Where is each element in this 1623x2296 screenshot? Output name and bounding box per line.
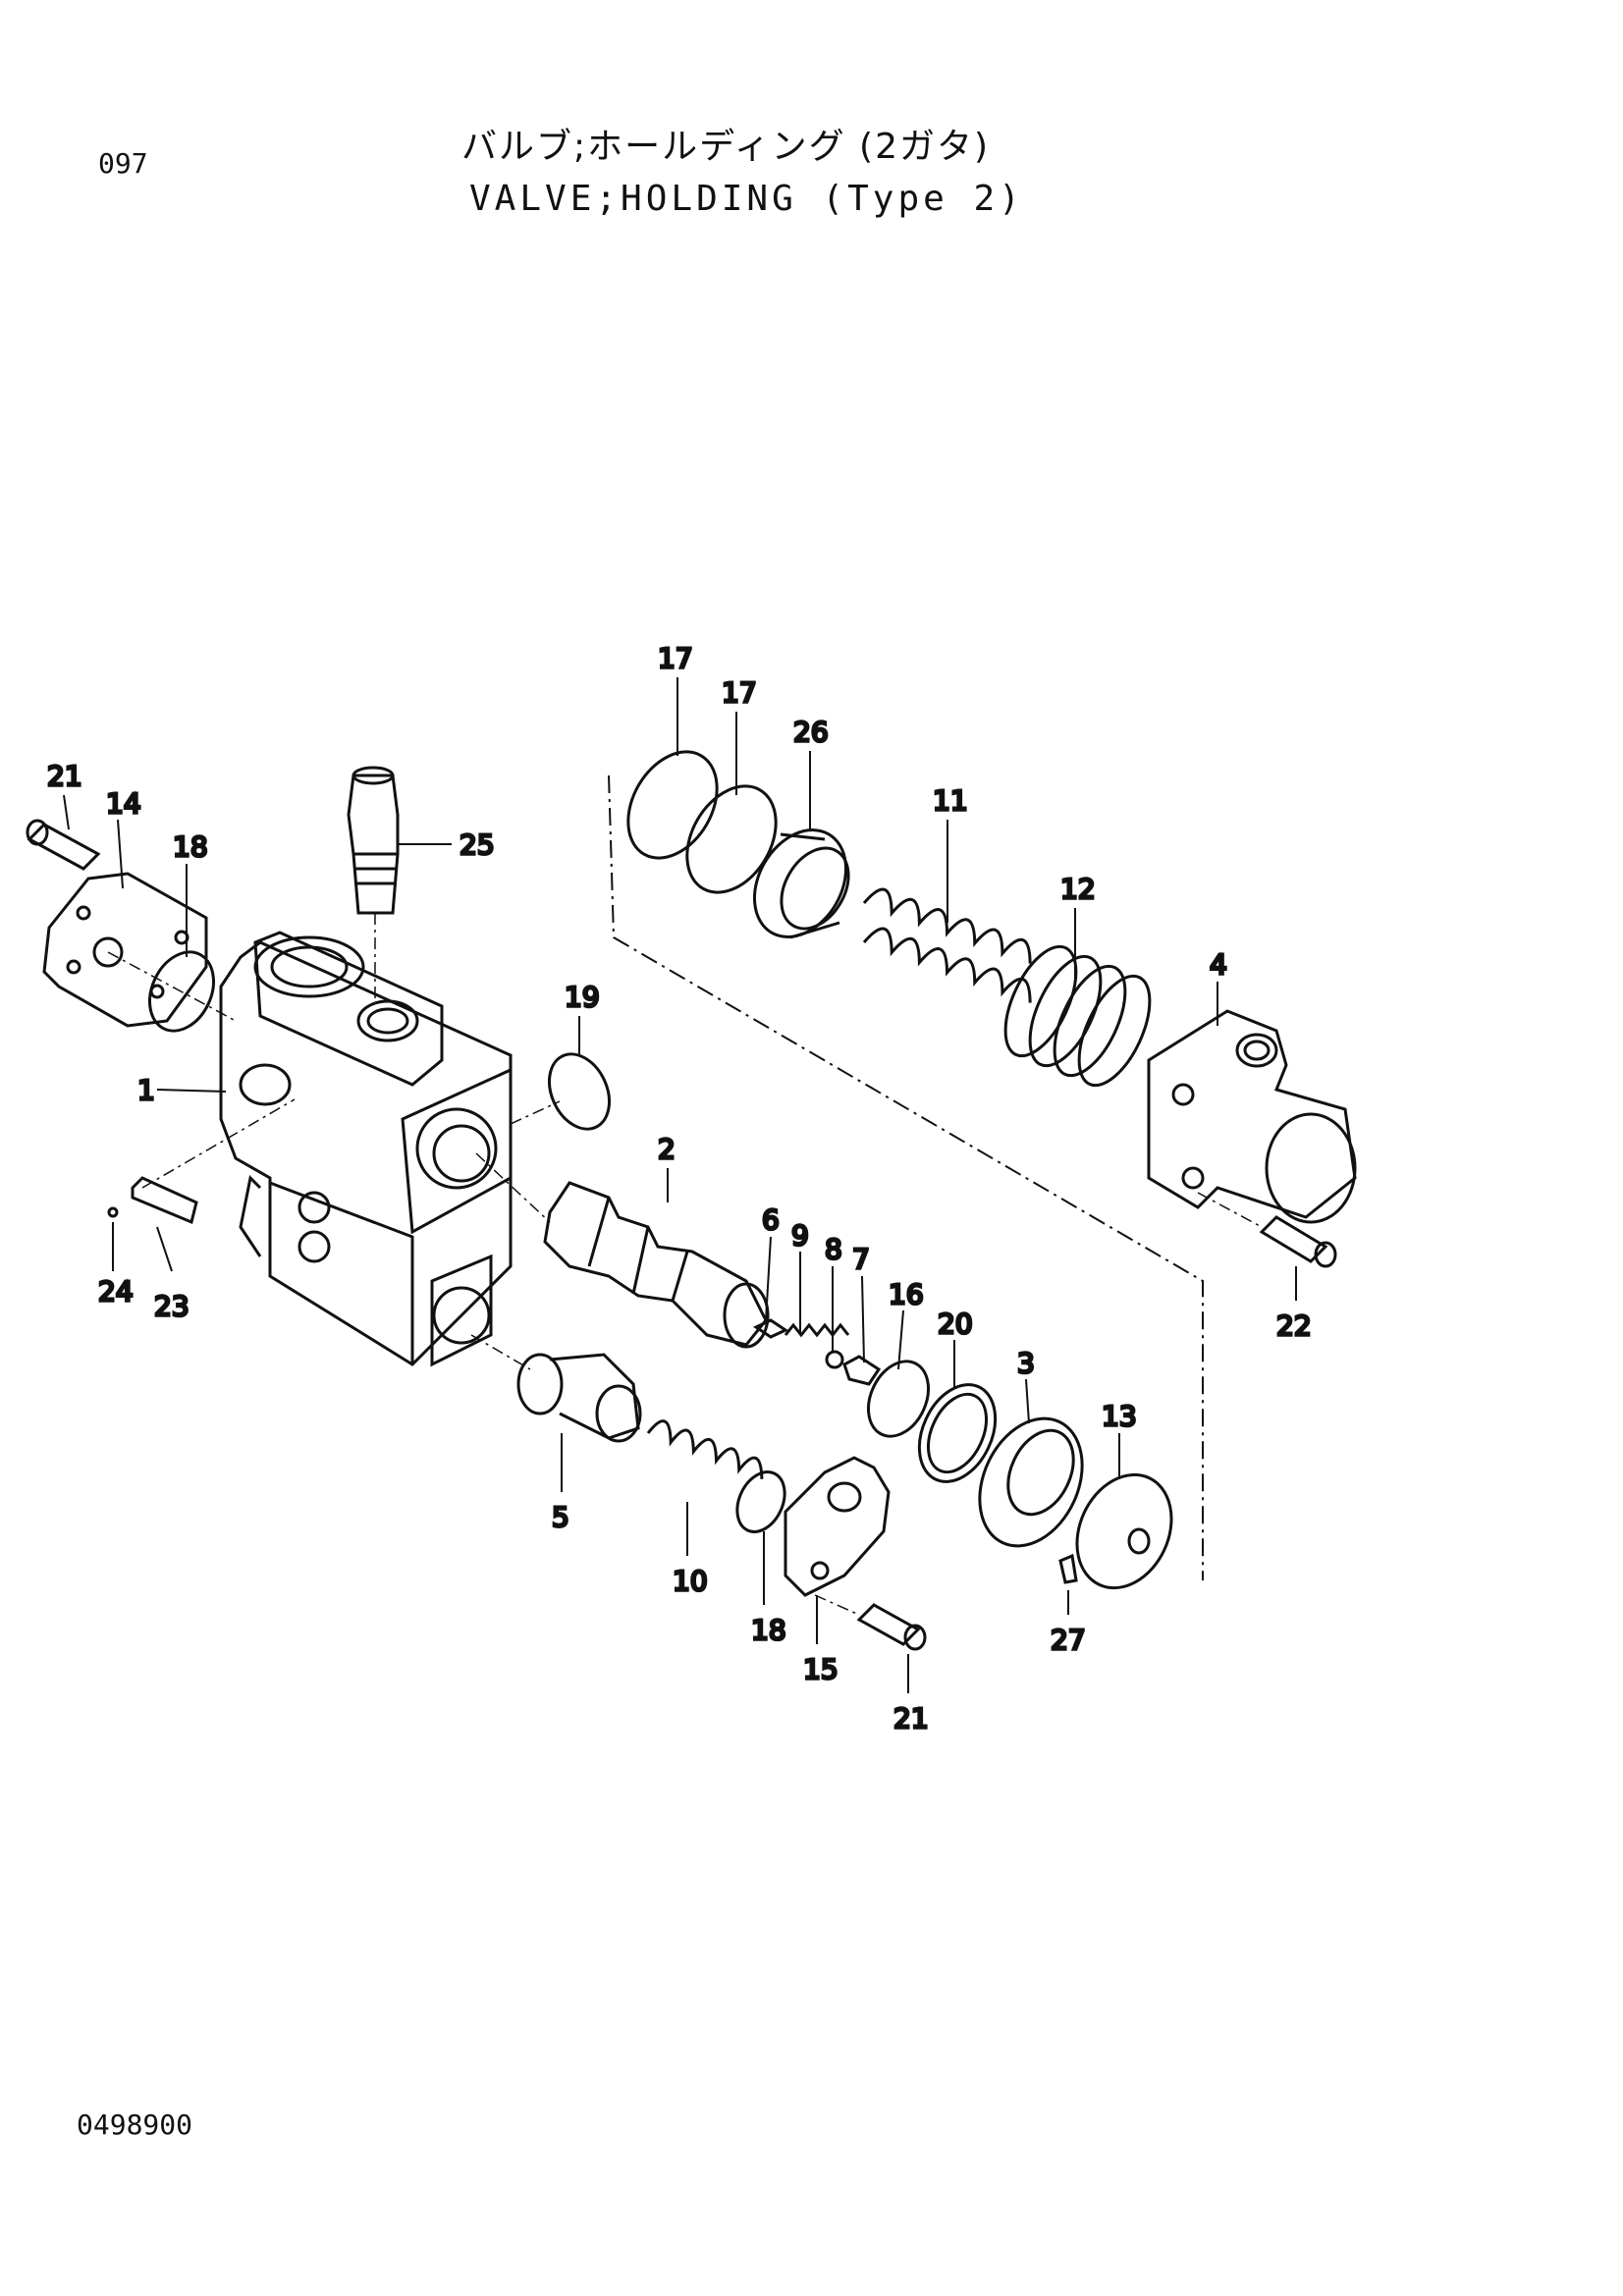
- cap-13: [1075, 1472, 1173, 1590]
- callout-18-right: 18: [751, 1614, 786, 1646]
- callout-23: 23: [154, 1290, 189, 1322]
- callout-5: 5: [552, 1501, 569, 1533]
- piston-5: [470, 1334, 642, 1443]
- callout-21-right: 21: [893, 1702, 929, 1735]
- callout-9: 9: [791, 1219, 809, 1252]
- callout-14: 14: [106, 787, 141, 820]
- callout-19: 19: [565, 981, 600, 1013]
- callout-2: 2: [658, 1133, 676, 1165]
- spring-10: [646, 1419, 764, 1479]
- callout-10: 10: [673, 1565, 708, 1597]
- callout-12: 12: [1060, 873, 1096, 905]
- o-ring-17a: [626, 750, 719, 860]
- callout-7: 7: [852, 1243, 870, 1275]
- cover-14: [42, 872, 237, 1028]
- callout-6: 6: [762, 1203, 780, 1236]
- ring-20: [917, 1383, 998, 1483]
- callout-13: 13: [1102, 1400, 1137, 1432]
- callout-22: 22: [1276, 1309, 1312, 1342]
- spool-2: [475, 1152, 770, 1349]
- callout-1: 1: [137, 1074, 155, 1106]
- ball-8: [825, 1350, 844, 1369]
- callout-27: 27: [1051, 1624, 1086, 1656]
- callout-17a: 17: [658, 642, 693, 674]
- screw-24: [107, 1206, 119, 1218]
- drawing-number: 0498900: [77, 2109, 193, 2141]
- cover-15: [784, 1456, 891, 1597]
- callout-18-left: 18: [173, 830, 208, 863]
- callout-4: 4: [1210, 948, 1227, 981]
- title-japanese: バルブ;ホールディング (2ガタ): [461, 127, 991, 167]
- spring-12: [1003, 944, 1152, 1088]
- part-7-plug: [842, 1355, 882, 1386]
- page-number: 097: [98, 147, 148, 180]
- title-english: VALVE;HOLDING (Type 2): [469, 179, 1024, 219]
- o-ring-18-right: [735, 1470, 786, 1533]
- callout-20: 20: [938, 1308, 973, 1340]
- plate-23: [131, 1176, 198, 1225]
- callout-17b: 17: [722, 676, 757, 709]
- part-6-pin: [752, 1318, 789, 1339]
- callout-21-left: 21: [47, 760, 82, 792]
- assembly-boundary-line: [608, 774, 1204, 1580]
- leader-lines: [63, 677, 1297, 1693]
- spring-9: [784, 1322, 850, 1338]
- callout-15: 15: [803, 1653, 839, 1685]
- plug-25: [347, 766, 452, 1001]
- o-ring-16: [867, 1360, 930, 1438]
- callout-3: 3: [1017, 1347, 1035, 1379]
- callout-11: 11: [933, 784, 968, 817]
- o-ring-18-left: [148, 950, 215, 1033]
- bolt-21-right: [814, 1594, 927, 1651]
- callout-26: 26: [793, 716, 829, 748]
- bolt-22: [1197, 1192, 1337, 1268]
- valve-body: [219, 931, 513, 1367]
- o-ring-17b: [685, 784, 778, 894]
- callout-24: 24: [98, 1275, 134, 1308]
- callout-16: 16: [889, 1278, 924, 1310]
- pin-27: [1058, 1553, 1078, 1584]
- part-3-seat: [978, 1416, 1084, 1548]
- cap-4: [1147, 1009, 1357, 1224]
- bolt-21-left: [26, 819, 101, 871]
- callout-8: 8: [825, 1233, 842, 1265]
- callout-25: 25: [460, 828, 495, 861]
- sleeve-26: [752, 828, 850, 939]
- spring-11: [862, 887, 1032, 1003]
- o-ring-19: [548, 1052, 611, 1131]
